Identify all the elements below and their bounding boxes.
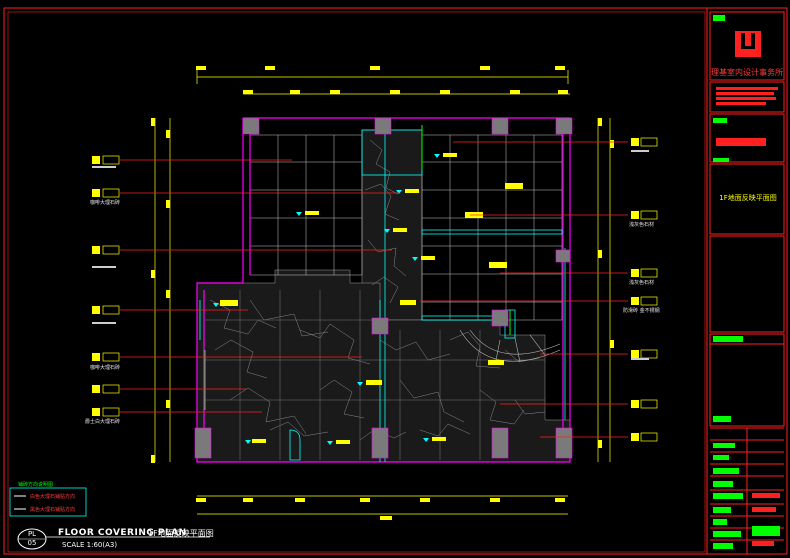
right-tags — [631, 137, 658, 442]
legend-title: 铺砖方向说明图 — [18, 482, 54, 488]
right-dimensions — [597, 118, 611, 462]
right-note-1: 浅灰色石材 — [629, 222, 655, 228]
right-note-3: 防滑砖 金不锈钢 — [623, 308, 660, 314]
right-dim-markers — [598, 118, 614, 448]
title-block-fields — [713, 87, 780, 549]
left-note-1: 咖啡大理石砖 — [90, 200, 121, 206]
sheet-code-prefix: PL — [27, 530, 37, 538]
legend-item-black: 黑色大理石铺贴方向 — [30, 507, 76, 513]
left-dim-markers — [151, 118, 170, 463]
marble-veins — [209, 139, 546, 441]
tile-grid-light — [249, 134, 563, 321]
left-note-2: 咖啡大理石砖 — [90, 365, 121, 371]
sheet-badge — [17, 528, 210, 550]
firm-name: 理基室内设计事务所 — [711, 68, 783, 77]
sheet-code-number: 05 — [27, 539, 37, 547]
top-dim-markers — [196, 66, 568, 94]
drawing-area-frame — [7, 11, 706, 553]
right-note-2: 浅灰色石材 — [629, 280, 655, 286]
floor-level-labels — [220, 153, 523, 444]
bottom-dim-markers — [196, 498, 565, 520]
drawing-title-en: FLOOR COVERING PLAN — [58, 528, 187, 538]
columns — [194, 117, 573, 459]
title-block — [709, 11, 785, 554]
level-markers — [213, 154, 440, 445]
firm-logo — [713, 15, 761, 57]
legend-item-white: 白色大理石铺贴方向 — [30, 494, 76, 500]
floor-plan[interactable] — [194, 117, 573, 463]
drawing-title-cn: 1F地面反映平面图 — [148, 529, 214, 538]
left-leaders — [120, 159, 400, 413]
left-note-3: 爵士白大理石砖 — [85, 419, 121, 425]
left-tags — [92, 155, 120, 417]
legend-box — [9, 487, 87, 517]
right-leaders — [420, 141, 628, 438]
sheet-border — [3, 7, 788, 555]
bottom-dimensions — [197, 495, 568, 515]
green-accents — [204, 125, 511, 410]
drawing-scale: SCALE 1:60(A3) — [62, 541, 118, 549]
title-block-sheet-name: 1F地面反映平面图 — [719, 194, 777, 202]
